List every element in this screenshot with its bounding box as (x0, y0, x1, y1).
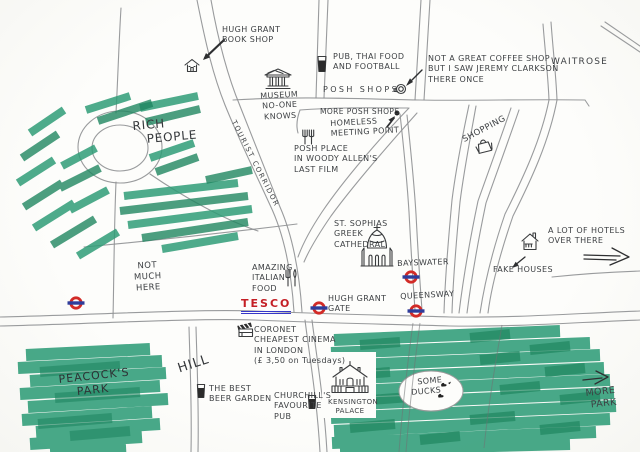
fake-houses-arrow (512, 256, 526, 268)
label-churchills-pub: CHURCHILL'S FAVOURITE PUB (274, 391, 332, 421)
tube-roundel-bayswater (402, 270, 420, 284)
road-main-bottom (0, 319, 640, 327)
coffee-arrow (406, 69, 423, 86)
road-topright (600, 21, 640, 53)
label-rich-people: RICH PEOPLE (131, 116, 198, 146)
road-more-posh-shops (296, 107, 409, 134)
homeless-meeting-dot (394, 110, 400, 116)
road-b-a (458, 107, 512, 314)
fake-house-icon (521, 232, 539, 251)
arrows (203, 38, 630, 385)
label-bayswater: BAYSWATER (397, 257, 450, 268)
road-museum-b (323, 0, 329, 99)
homeless-arrow (386, 116, 395, 128)
label-not-much-here: NOT MUCH HERE (133, 260, 162, 294)
road-coffee-b (423, 0, 431, 101)
label-st-sophias: ST. SOPHIAS GREEK CATHEDRAL (334, 219, 388, 249)
label-more-posh-shops: MORE POSH SHOPS (320, 107, 400, 116)
palace-clearing (322, 352, 376, 418)
road-kensington-a (304, 319, 321, 452)
label-hugh-grant-bookshop: HUGH GRANT BOOK SHOP (222, 25, 281, 45)
label-best-beer-garden: THE BEST BEER GARDEN (209, 384, 272, 404)
road-museum-a (315, 0, 320, 99)
label-waitrose: WAITROSE (551, 57, 609, 67)
label-coffee-shop-note: NOT A GREAT COFFEE SHOP BUT I SAW JEREMY… (428, 54, 559, 84)
road-kensington-b (311, 319, 328, 452)
label-more-park: MORE PARK (585, 384, 618, 411)
road-coffee-a (414, 0, 422, 101)
road-waitrose-b (487, 21, 558, 314)
road-secondary (83, 223, 298, 248)
label-pub-thai-football: PUB, THAI FOOD AND FOOTBALL (333, 52, 405, 72)
road-tourist-corridor-b (210, 0, 303, 313)
cathedral-icon (360, 224, 394, 267)
tube-roundels (67, 270, 425, 318)
road-diagonal-a (297, 107, 410, 258)
churchills-pint-icon (307, 394, 317, 410)
beer-garden-pint-icon (196, 383, 206, 399)
road-a-b (451, 105, 477, 314)
label-hugh-grant-gate: HUGH GRANT GATE (328, 294, 387, 314)
ducks-clearing (398, 370, 464, 412)
more-park-arrow (582, 370, 609, 385)
label-some-ducks: SOME DUCKS (410, 375, 443, 398)
label-tesco: TESCO (241, 297, 292, 315)
road-waitrose-a (479, 23, 550, 314)
road-diagonal-b (303, 112, 418, 263)
label-museum: MUSEUM NO-ONE KNOWS (259, 89, 299, 122)
ducks-icon (438, 381, 451, 398)
road-tourist-corridor-a (196, 0, 295, 313)
label-posh-place-woody-allen: POSH PLACE IN WOODY ALLEN'S LAST FILM (294, 144, 378, 174)
label-posh-shops: POSH SHOPS (323, 85, 400, 94)
road-left-vertical (112, 7, 122, 319)
road-roundabout-spur (149, 173, 259, 232)
road-cathedral-b (406, 114, 423, 311)
coffee-cup-icon (393, 83, 407, 95)
road-main-top (0, 310, 640, 318)
bookshop-house-icon (184, 58, 200, 73)
road-cathedral-a (399, 113, 416, 311)
italian-fork-knife-icon (285, 268, 297, 287)
kensington-palace-icon (331, 360, 369, 394)
park-clearings (322, 352, 464, 418)
tube-roundel-hugh-grant-gate (310, 301, 328, 315)
bookshop-arrow (203, 38, 226, 60)
label-homeless-meeting-point: HOMELESS MEETING POINT (330, 116, 400, 139)
road-farright (551, 270, 640, 278)
cinema-clapperboard-icon (237, 322, 254, 338)
road-posh-shops (232, 97, 590, 107)
label-coronet-cinema: CORONET CHEAPEST CINEMA IN LONDON (£ 3,5… (254, 325, 346, 366)
road-hill-a (188, 326, 192, 452)
road-b-b (466, 109, 520, 314)
tube-roundel-queensway (407, 304, 425, 318)
park-kensington-green (329, 325, 617, 452)
tube-roundel-west (67, 296, 85, 310)
label-fake-houses: FAKE HOUSES (493, 265, 553, 274)
road-a-a (443, 104, 470, 314)
hotels-arrow (583, 247, 630, 266)
shopping-bag-icon (475, 139, 493, 154)
park-rich-people-green (15, 92, 253, 260)
label-kensington-palace: KENSINGTON PALACE (328, 398, 379, 416)
posh-place-forks-icon (302, 129, 315, 145)
park-peacocks-green (17, 343, 169, 452)
label-hotels-over-there: A LOT OF HOTELS OVER THERE (548, 226, 626, 246)
park-paths (398, 322, 503, 452)
museum-icon (264, 68, 292, 90)
pub-pint-icon (317, 55, 327, 73)
label-amazing-italian-food: AMAZING ITALIAN FOOD (252, 263, 293, 293)
